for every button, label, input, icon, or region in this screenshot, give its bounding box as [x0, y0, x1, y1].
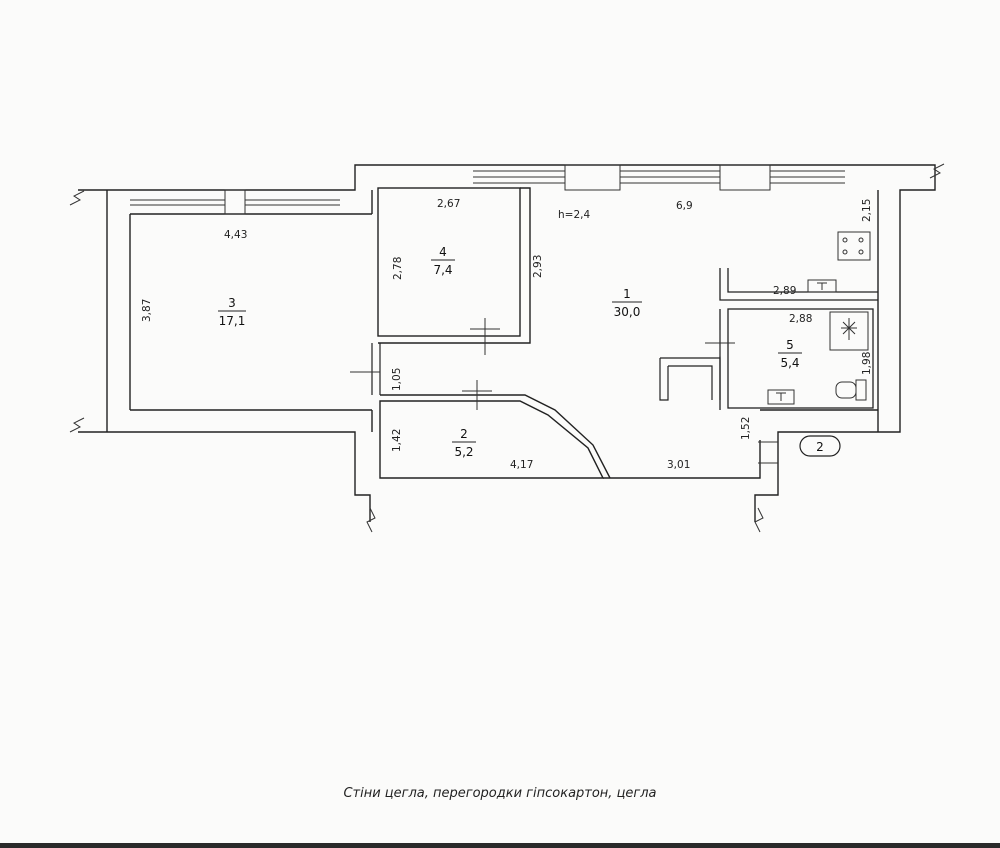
dim-r2-width: 4,17 — [510, 459, 533, 471]
room-5-walls — [719, 308, 874, 410]
dim-corridor: 1,05 — [391, 368, 403, 391]
room-5-area: 5,4 — [780, 356, 799, 370]
room-3-area: 17,1 — [219, 314, 246, 328]
toilet-icon — [835, 379, 867, 401]
room-4-walls — [377, 187, 531, 344]
kitchen-partition — [719, 268, 878, 301]
room-4-area: 7,4 — [433, 263, 452, 277]
sink-icon — [807, 279, 837, 293]
section-marker: 2 — [799, 435, 841, 457]
door-markers — [350, 318, 778, 464]
dim-r4-side: 2,93 — [532, 255, 544, 278]
dim-r2-width2: 3,01 — [667, 459, 690, 471]
windows — [130, 164, 845, 215]
dim-r4-height: 2,78 — [392, 257, 404, 280]
room-4-label: 4 7,4 — [431, 245, 455, 277]
room-2-number: 2 — [460, 427, 468, 441]
room-2-area: 5,2 — [454, 445, 473, 459]
room-2-label: 2 5,2 — [452, 427, 476, 459]
dim-r3-height: 3,87 — [141, 299, 153, 322]
shower-icon — [829, 311, 869, 351]
room-5-label: 5 5,4 — [778, 338, 802, 370]
room-2-walls — [379, 394, 761, 479]
stove-icon — [837, 231, 871, 261]
dim-r2-height: 1,42 — [391, 429, 403, 452]
corridor-walls — [371, 343, 721, 401]
room-5-number: 5 — [786, 338, 794, 352]
material-caption: Стіни цегла, перегородки гіпсокартон, це… — [343, 786, 657, 801]
room-1-number: 1 — [623, 287, 631, 301]
dim-r1-right: 1,52 — [740, 417, 752, 440]
room-3-number: 3 — [228, 296, 236, 310]
dim-r3-width: 4,43 — [224, 229, 247, 241]
section-marker-label: 2 — [816, 440, 824, 454]
dim-r5-height: 1,98 — [861, 352, 873, 375]
room-1-area: 30,0 — [614, 305, 641, 319]
dim-kitchen: 2,15 — [861, 199, 873, 222]
dim-r4-width: 2,67 — [437, 198, 460, 210]
washbasin-icon — [767, 389, 795, 405]
room-1-label: 1 30,0 — [612, 287, 642, 319]
dim-r1-bottom: 2,89 — [773, 285, 796, 297]
page-bottom-edge — [0, 843, 1000, 848]
outer-walls — [78, 164, 936, 522]
dim-r5-width: 2,88 — [789, 313, 812, 325]
break-marks — [69, 163, 945, 533]
dim-r1-width: 6,9 — [676, 200, 693, 212]
room-3-label: 3 17,1 — [218, 296, 246, 328]
ceiling-height: h=2,4 — [558, 209, 590, 221]
room-4-number: 4 — [439, 245, 447, 259]
